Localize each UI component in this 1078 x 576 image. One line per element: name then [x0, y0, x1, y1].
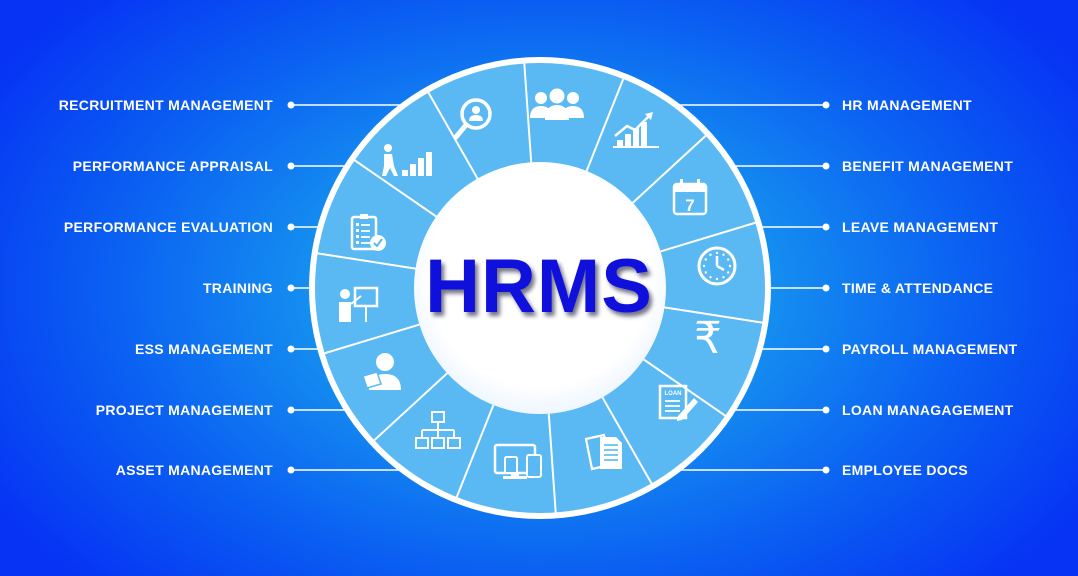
module-label-training: TRAINING: [202, 280, 273, 296]
hub-circle: [414, 162, 666, 414]
segment-divider: [523, 63, 533, 163]
rupee-symbol: ₹: [694, 313, 722, 364]
connector-lines: [287, 101, 830, 474]
documents-icon: [584, 433, 622, 471]
connector-dot: [287, 223, 295, 231]
connector-dot: [822, 223, 830, 231]
career-steps-icon: [382, 144, 432, 176]
module-label-payroll-management: PAYROLL MANAGEMENT: [842, 341, 1018, 357]
module-label-performance-appraisal: PERFORMANCE APPRAISAL: [72, 158, 273, 174]
module-label-time-attendance: TIME & ATTENDANCE: [842, 280, 994, 296]
people-group-icon: [530, 88, 584, 120]
segment-divider: [547, 413, 557, 513]
connector-dot: [822, 101, 830, 109]
hierarchy-chart-icon: [415, 411, 461, 449]
module-label-loan-managagement: LOAN MANAGAGEMENT: [842, 402, 1014, 418]
segment-divider: [354, 159, 437, 218]
magnifier-person-icon: [453, 98, 492, 140]
checklist-icon: [350, 214, 386, 251]
segment-divider: [427, 92, 479, 180]
connector-dot: [287, 284, 295, 292]
segment-divider: [643, 358, 726, 417]
module-label-employee-docs: EMPLOYEE DOCS: [842, 462, 969, 478]
segment-divider: [585, 78, 625, 172]
segment-divider: [324, 323, 420, 355]
segment-divider: [601, 396, 653, 484]
module-label-project-management: PROJECT MANAGEMENT: [95, 402, 273, 418]
loan-form-icon: LOAN: [658, 384, 698, 421]
self-service-user-icon: [362, 353, 401, 390]
rupee-icon: ₹: [694, 313, 722, 364]
connector-dot: [287, 162, 295, 170]
segment-divider: [373, 372, 448, 441]
connector-dot: [822, 345, 830, 353]
connector-dot: [822, 162, 830, 170]
module-label-leave-management: LEAVE MANAGEMENT: [842, 219, 999, 235]
connector-dot: [287, 406, 295, 414]
segment-divider: [632, 135, 707, 204]
segment-divider: [664, 306, 763, 324]
segment-divider: [660, 221, 756, 253]
module-label-ess-management: ESS MANAGEMENT: [135, 341, 273, 357]
loan-text: LOAN: [665, 391, 682, 397]
module-label-recruitment-management: RECRUITMENT MANAGEMENT: [58, 97, 273, 113]
module-label-hr-management: HR MANAGEMENT: [842, 97, 972, 113]
segment-divider: [455, 404, 495, 498]
module-label-performance-evaluation: PERFORMANCE EVALUATION: [63, 219, 273, 235]
calendar-day-text: 7: [685, 196, 694, 215]
clock-icon: [697, 246, 737, 286]
module-label-asset-management: ASSET MANAGEMENT: [115, 462, 273, 478]
devices-icon: [493, 443, 542, 479]
segment-dividers: [317, 63, 763, 513]
calendar-icon: 7: [672, 179, 708, 216]
connector-dot: [287, 101, 295, 109]
connector-dot: [822, 406, 830, 414]
connector-dot: [822, 284, 830, 292]
presentation-board-icon: [339, 286, 379, 322]
connector-dot: [822, 466, 830, 474]
connector-dot: [287, 466, 295, 474]
module-icons: 7 ₹ LOAN: [339, 88, 737, 479]
hrms-title: HRMS: [425, 244, 653, 329]
module-label-benefit-management: BENEFIT MANAGEMENT: [842, 158, 1014, 174]
segment-divider: [317, 252, 416, 270]
connector-dot: [287, 345, 295, 353]
growth-chart-icon: [613, 112, 659, 148]
